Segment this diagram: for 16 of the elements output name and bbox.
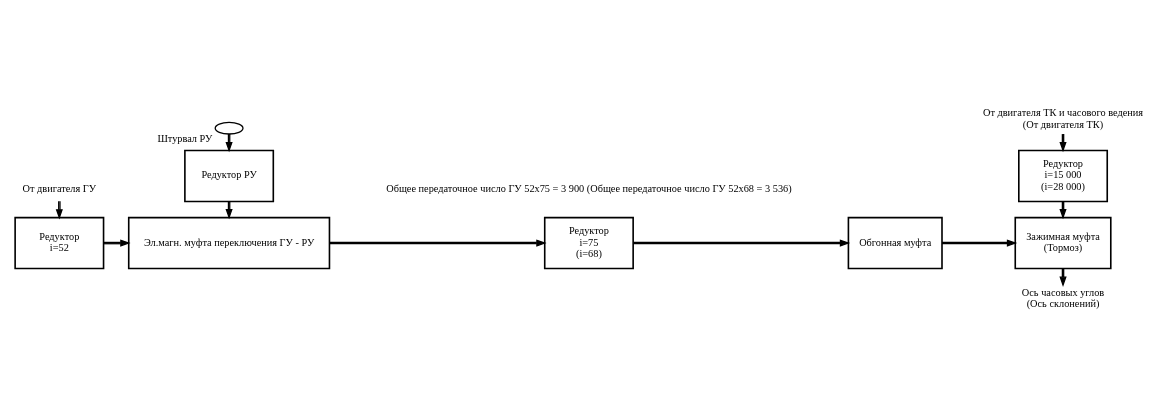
arrow	[328, 239, 547, 247]
label: Общее передаточное число ГУ 52x75 = 3 900 (Общее передаточное число ГУ 52x68 = 3 536)	[386, 182, 792, 194]
arrow	[941, 239, 1018, 247]
node-circle	[214, 121, 244, 135]
arrow	[632, 239, 851, 247]
node-label: Штурвал РУ	[157, 133, 213, 145]
node-box: Зажимная муфта (Тормоз)	[1014, 216, 1112, 270]
node-box: Обгонная муфта	[847, 216, 943, 270]
node-box: Редуктор i=15 000 (i=28 000)	[1018, 149, 1109, 203]
node-box: Редуктор РУ	[184, 149, 275, 203]
node-box: Редуктор i=52	[14, 216, 105, 270]
node-box: Редуктор i=75 (i=68)	[543, 216, 634, 270]
node-box: Эл.магн. муфта переключения ГУ - РУ	[127, 216, 331, 270]
node-text: Ось часовых углов (Ось склонений)	[1021, 286, 1105, 310]
node-text: От двигателя ТК и часового ведения (От двигателя ТК)	[982, 107, 1144, 131]
node-text: От двигателя ГУ	[22, 182, 97, 194]
